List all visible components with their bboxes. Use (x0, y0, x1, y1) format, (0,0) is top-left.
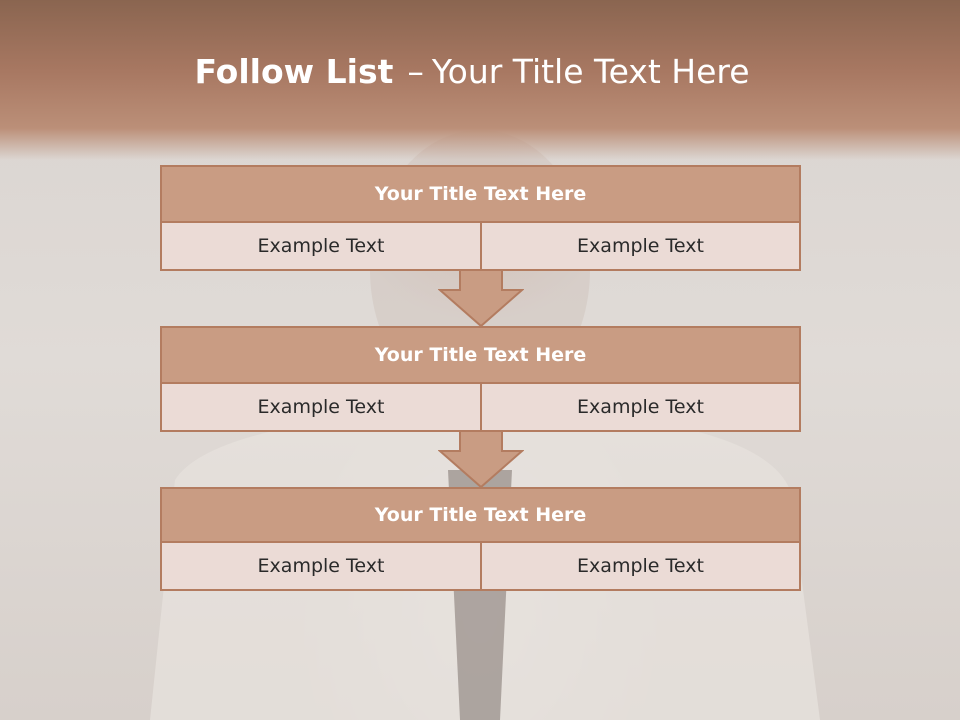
down-arrow-2 (438, 429, 524, 489)
slide-title-rest: Your Title Text Here (431, 52, 750, 91)
header-band (0, 0, 960, 160)
step-title: Your Title Text Here (160, 165, 801, 223)
step-title: Your Title Text Here (160, 326, 801, 384)
slide-title-dash: – (407, 52, 424, 91)
step-cell-right: Example Text (480, 221, 801, 271)
slide-title: Follow List–Your Title Text Here (0, 52, 944, 91)
step-cell-left: Example Text (160, 221, 482, 271)
step-cell-left: Example Text (160, 382, 482, 432)
step-title: Your Title Text Here (160, 487, 801, 543)
step-cell-right: Example Text (480, 382, 801, 432)
down-arrow-1 (438, 268, 524, 328)
step-cell-right: Example Text (480, 541, 801, 591)
step-cell-left: Example Text (160, 541, 482, 591)
slide-title-bold: Follow List (194, 52, 394, 91)
